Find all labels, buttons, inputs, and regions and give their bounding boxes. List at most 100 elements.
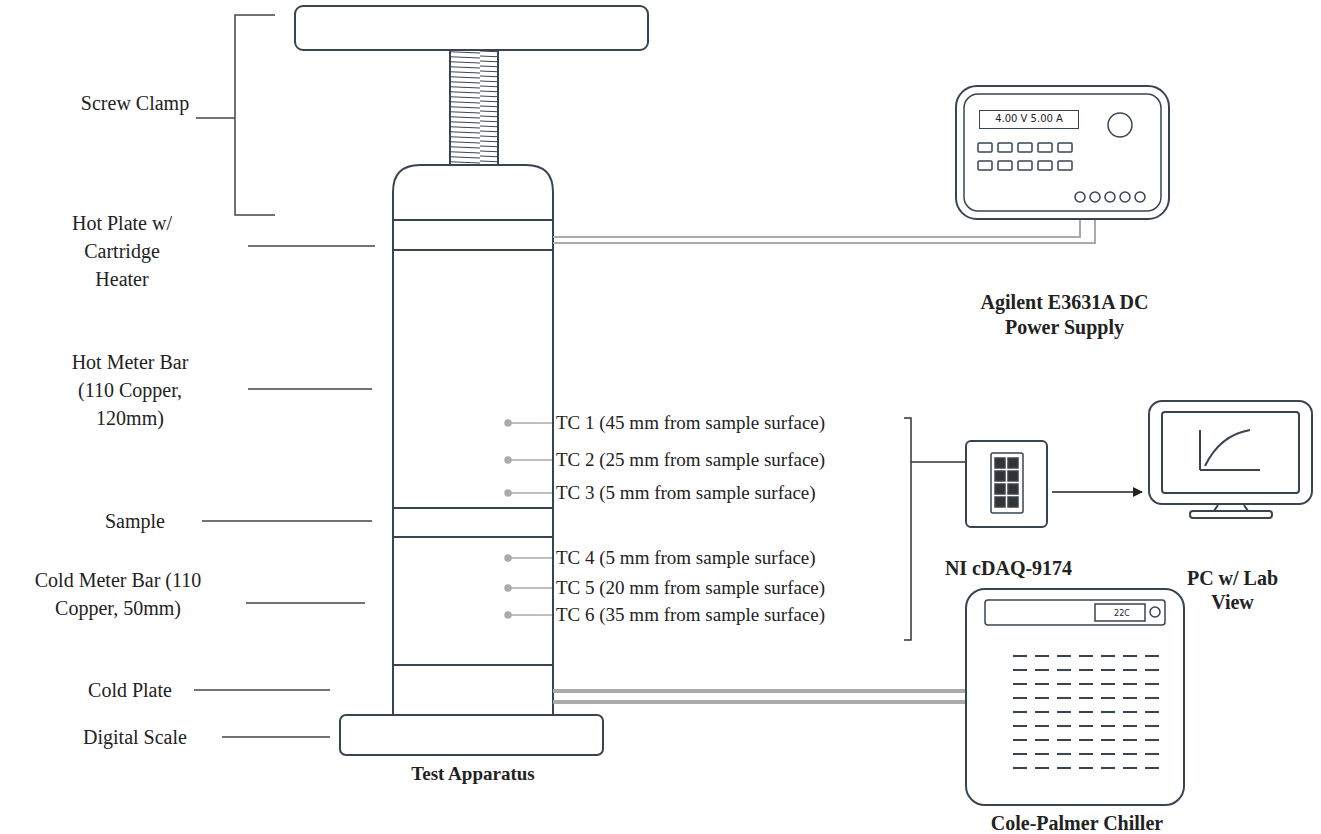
vent-slot — [1035, 767, 1049, 769]
supply-button — [998, 143, 1012, 152]
vent-slot — [1057, 753, 1071, 755]
digital-scale — [340, 715, 603, 755]
supply-button — [978, 143, 992, 152]
vent-slot — [1013, 669, 1027, 671]
device-caption: PC w/ Lab View — [1172, 566, 1293, 614]
supply-button — [998, 161, 1012, 170]
connector-line — [553, 689, 965, 693]
chiller-display — [1095, 604, 1145, 621]
vent-slot — [1035, 725, 1049, 727]
vent-slot — [1057, 683, 1071, 685]
leader-line — [194, 689, 330, 691]
daq-module — [995, 497, 1005, 507]
vent-slot — [1145, 697, 1159, 699]
pc-screen — [1162, 412, 1299, 493]
vent-slot — [1123, 697, 1137, 699]
leader-line — [222, 736, 330, 738]
vent-slot — [1013, 711, 1027, 713]
vent-slot — [1079, 767, 1093, 769]
vent-slot — [1123, 655, 1137, 657]
device-caption: NI cDAQ-9174 — [907, 555, 1110, 581]
leader-line — [196, 117, 235, 119]
supply-terminal — [1105, 192, 1115, 202]
vent-slot — [1101, 669, 1115, 671]
vent-slot — [1145, 767, 1159, 769]
vent-slot — [1035, 683, 1049, 685]
vent-slot — [1145, 739, 1159, 741]
supply-terminal — [1075, 192, 1085, 202]
chiller: 22CCole-Palmer Chiller — [965, 588, 1185, 806]
connector — [553, 220, 1095, 243]
supply-terminal — [1090, 192, 1100, 202]
part-label: Hot Plate w/ Cartridge Heater — [61, 209, 183, 293]
part-label: Cold Meter Bar (110 Copper, 50mm) — [32, 566, 204, 622]
vent-slot — [1079, 697, 1093, 699]
tc-bracket — [904, 418, 911, 640]
supply-terminal — [1135, 192, 1145, 202]
vent-slot — [1145, 711, 1159, 713]
vent-slot — [1123, 725, 1137, 727]
tc-lead — [508, 587, 552, 589]
sample-top-divider — [393, 507, 553, 509]
supply-terminals — [1075, 192, 1145, 202]
daq-module — [995, 458, 1005, 468]
supply-terminal — [1120, 192, 1130, 202]
supply-inner-panel — [964, 94, 1161, 211]
pc-base — [1190, 511, 1272, 518]
leader-line — [248, 388, 372, 390]
vent-slot — [1057, 669, 1071, 671]
supply-button — [1058, 143, 1072, 152]
vent-slot — [1079, 711, 1093, 713]
supply-display: 4.00 V 5.00 A — [979, 110, 1079, 129]
screen-chart — [1200, 430, 1260, 470]
supply-button — [1018, 161, 1032, 170]
vent-slot — [1101, 725, 1115, 727]
chiller-knob — [1150, 607, 1160, 617]
vent-slot — [1123, 753, 1137, 755]
vent-slot — [1101, 753, 1115, 755]
vent-slot — [1057, 739, 1071, 741]
tc-lead — [508, 492, 552, 494]
vent-slot — [1123, 683, 1137, 685]
supply-buttons — [978, 143, 1072, 170]
daq-module — [995, 471, 1005, 481]
vent-slot — [1035, 711, 1049, 713]
part-label: Screw Clamp — [79, 89, 191, 117]
supply-button — [1018, 143, 1032, 152]
connector-line — [553, 220, 1080, 237]
thermocouple-label: TC 4 (5 mm from sample surface) — [555, 544, 817, 572]
vent-slot — [1079, 655, 1093, 657]
part-label: Hot Meter Bar (110 Copper, 120mm) — [63, 348, 197, 432]
test-apparatus: Test Apparatus — [393, 165, 553, 715]
column-body — [393, 220, 553, 715]
vent-slot — [1057, 725, 1071, 727]
thermocouple-label: TC 3 (5 mm from sample surface) — [555, 479, 817, 507]
vent-slot — [1101, 739, 1115, 741]
tc-lead — [508, 422, 552, 424]
vent-slot — [1013, 655, 1027, 657]
vent-slot — [1123, 739, 1137, 741]
daq-modules — [995, 458, 1018, 507]
daq-module — [1008, 471, 1018, 481]
vent-slot — [1079, 753, 1093, 755]
vent-slot — [1079, 725, 1093, 727]
vent-slot — [1145, 683, 1159, 685]
clamp-bar — [295, 6, 648, 50]
power-supply: 4.00 V 5.00 AAgilent E3631A DC Power Sup… — [955, 85, 1170, 220]
vent-slot — [1035, 739, 1049, 741]
part-label: Cold Plate — [70, 676, 190, 704]
vent-slot — [1123, 767, 1137, 769]
cold-plate-divider — [393, 664, 553, 666]
leader-line — [202, 520, 372, 522]
vent-slot — [1035, 753, 1049, 755]
vent-slot — [1079, 739, 1093, 741]
connector — [1052, 492, 1142, 493]
vent-slot — [1079, 669, 1093, 671]
vent-slot — [1101, 697, 1115, 699]
part-label: Digital Scale — [65, 723, 205, 751]
column-cap — [393, 165, 553, 220]
device-caption: Cole-Palmer Chiller — [937, 811, 1217, 834]
supply-button — [1038, 143, 1052, 152]
thermocouple-label: TC 5 (20 mm from sample surface) — [555, 574, 826, 602]
vent-slot — [1057, 655, 1071, 657]
